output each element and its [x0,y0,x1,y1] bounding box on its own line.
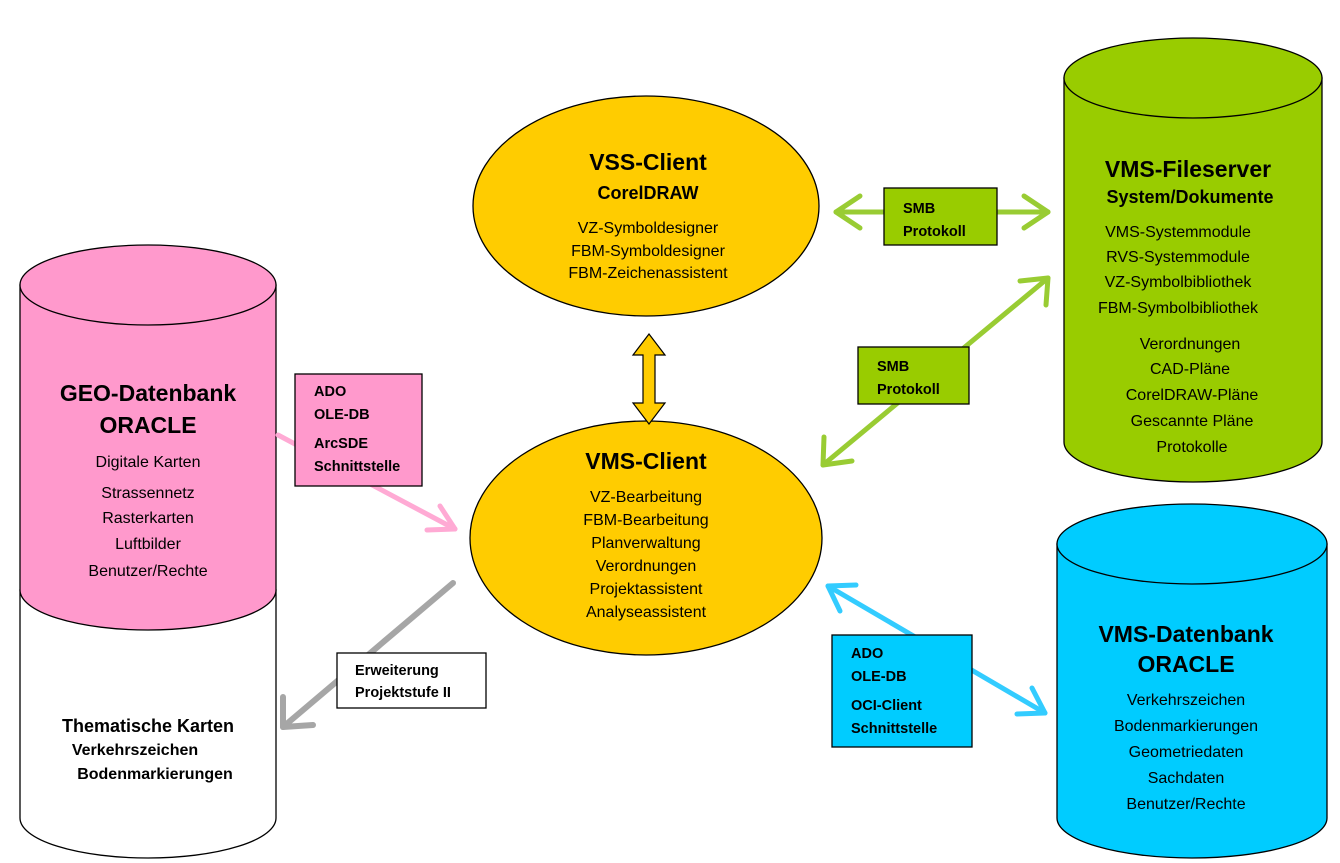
vms-client-item: Planverwaltung [591,535,700,552]
smb-mid-label-box: SMB Protokoll [857,346,970,405]
smb-mid-label-line: SMB [877,359,909,375]
thematic-maps-item: Verkehrszeichen [72,742,198,759]
vms-fileserver-item: CAD-Pläne [1150,361,1230,378]
vms-fileserver-subtitle: System/Dokumente [1106,187,1273,207]
vms-fileserver-item: RVS-Systemmodule [1106,249,1250,266]
geo-database-item: Rasterkarten [102,510,194,527]
geo-database-title: GEO-Datenbank [60,380,237,406]
ado-arcsde-label-line: ArcSDE [314,436,368,452]
geo-database-subtitle: ORACLE [99,412,196,438]
erweiterung-label-line: Projektstufe II [355,685,451,701]
geo-database-item: Digitale Karten [96,454,201,471]
vms-database-title: VMS-Datenbank [1098,621,1273,647]
vss-client-item: FBM-Symboldesigner [571,243,726,260]
vms-fileserver-item: CorelDRAW-Pläne [1126,387,1259,404]
vms-fileserver-item: Gescannte Pläne [1131,413,1254,430]
vms-database-item: Sachdaten [1148,770,1225,787]
vms-client-item: VZ-Bearbeitung [590,489,702,506]
vms-fileserver-item: VZ-Symbolbibliothek [1105,274,1253,291]
geo-database-top [19,244,277,326]
vss-client-subtitle: CorelDRAW [597,183,698,203]
vms-fileserver-item: VMS-Systemmodule [1105,224,1251,241]
vms-fileserver-top [1063,37,1323,119]
vms-client-item: FBM-Bearbeitung [583,512,708,529]
vms-database-top [1056,503,1328,585]
ado-arcsde-label-line: ADO [314,384,346,400]
ado-oci-label-line: OLE-DB [851,669,907,685]
ado-oci-label-line: OCI-Client [851,698,922,714]
vms-client-title: VMS-Client [585,448,707,474]
geo-database-lower-body [19,589,277,859]
smb-top-label-box: SMB Protokoll [883,187,998,246]
geo-database-upper-body [19,284,277,631]
vms-fileserver-item: Protokolle [1156,439,1227,456]
smb-top-label-line: SMB [903,201,935,217]
vms-client-item: Projektassistent [590,581,703,598]
vms-fileserver-cylinder [1063,37,1323,483]
vms-database-cylinder [1056,503,1328,859]
ado-arcsde-label-line: OLE-DB [314,407,370,423]
vms-database-subtitle: ORACLE [1137,651,1234,677]
vms-database-item: Bodenmarkierungen [1114,718,1258,735]
vms-fileserver-title: VMS-Fileserver [1105,156,1271,182]
vms-fileserver-item: FBM-Symbolbibliothek [1098,300,1259,317]
ado-oci-label-line: ADO [851,646,883,662]
thematic-maps-title: Thematische Karten [62,716,234,736]
vms-fileserver-item: Verordnungen [1140,336,1241,353]
vss-client-item: FBM-Zeichenassistent [568,265,728,282]
vss-client-title: VSS-Client [589,149,707,175]
vms-database-body [1056,543,1328,859]
ado-arcsde-label-line: Schnittstelle [314,459,400,475]
geo-database-item: Luftbilder [115,536,181,553]
ado-oci-label-line: Schnittstelle [851,721,937,737]
ado-arcsde-label-box: ADO OLE-DB ArcSDE Schnittstelle [294,373,423,487]
erweiterung-label-line: Erweiterung [355,663,439,679]
vms-database-item: Geometriedaten [1129,744,1244,761]
geo-database-item: Strassennetz [101,485,194,502]
vss-client-ellipse [472,95,820,317]
erweiterung-label-box: Erweiterung Projektstufe II [336,652,487,709]
vms-fileserver-body [1063,77,1323,483]
geo-database-cylinder [19,244,277,859]
vms-client-item: Verordnungen [596,558,697,575]
vms-database-item: Benutzer/Rechte [1126,796,1245,813]
vss-client-item: VZ-Symboldesigner [578,220,719,237]
ado-oci-label-box: ADO OLE-DB OCI-Client Schnittstelle [831,634,973,748]
smb-top-label-line: Protokoll [903,224,966,240]
smb-mid-label-line: Protokoll [877,382,940,398]
vms-database-item: Verkehrszeichen [1127,692,1245,709]
vss-vms-double-arrow [631,333,667,425]
vms-client-item: Analyseassistent [586,604,707,621]
geo-database-item: Benutzer/Rechte [88,563,207,580]
thematic-maps-item: Bodenmarkierungen [77,766,233,783]
